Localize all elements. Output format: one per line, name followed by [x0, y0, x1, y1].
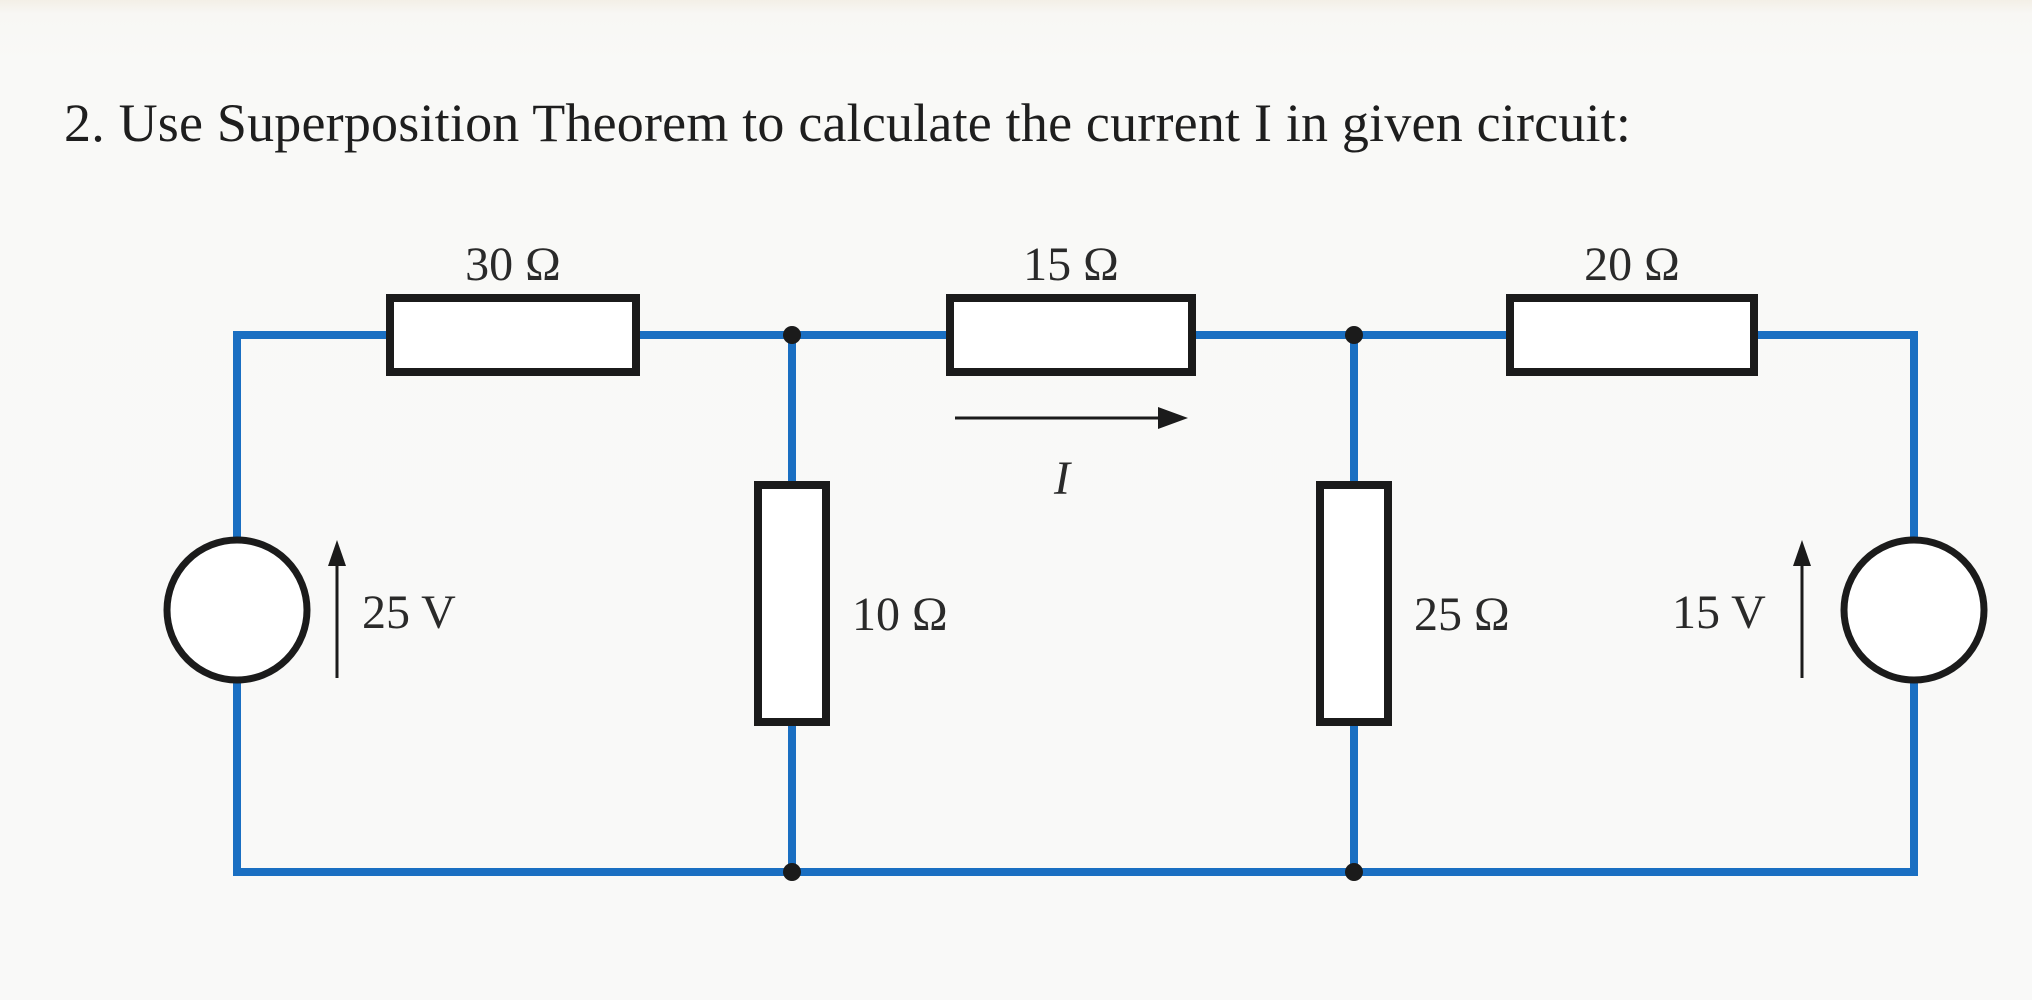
arrow-right-icon — [955, 407, 1188, 429]
resistor-15-ohm-label: 15 Ω — [1023, 238, 1119, 291]
resistor-25-ohm — [1316, 481, 1392, 726]
voltage-source-left-label: 25 V — [362, 586, 456, 639]
node-bottom-left — [783, 863, 801, 881]
resistor-15-ohm — [946, 294, 1196, 376]
resistor-30-ohm — [386, 294, 640, 376]
node-top-right — [1345, 326, 1363, 344]
wire-right-branch — [1750, 331, 1918, 544]
resistor-25-ohm-label: 25 Ω — [1414, 588, 1510, 641]
resistor-30-ohm-label: 30 Ω — [465, 238, 561, 291]
current-label: I — [1053, 452, 1072, 505]
voltage-source-left — [163, 536, 311, 684]
wires — [233, 331, 1918, 876]
arrow-up-icon — [328, 540, 346, 678]
question-text: 2. Use Superposition Theorem to calculat… — [64, 93, 1632, 153]
wire-left-branch — [233, 331, 394, 544]
resistor-10-ohm-label: 10 Ω — [852, 588, 948, 641]
resistor-20-ohm — [1506, 294, 1758, 376]
resistor-20-ohm-label: 20 Ω — [1584, 238, 1680, 291]
voltage-source-right-label: 15 V — [1672, 586, 1766, 639]
node-top-left — [783, 326, 801, 344]
resistor-10-ohm — [754, 481, 830, 726]
voltage-source-right — [1840, 536, 1988, 684]
node-bottom-right — [1345, 863, 1363, 881]
arrow-up-icon — [1793, 540, 1811, 678]
